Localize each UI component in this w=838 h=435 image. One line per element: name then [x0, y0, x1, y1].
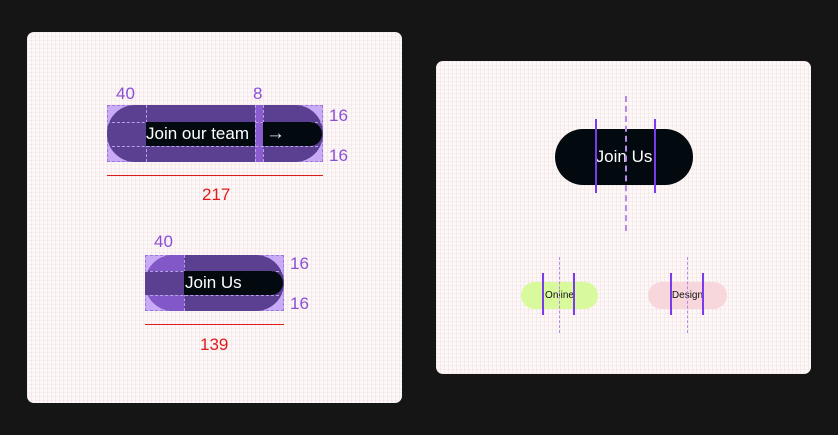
text-bound-line [595, 119, 597, 193]
gap-label: 8 [253, 84, 263, 103]
text-bound-line [670, 273, 672, 315]
padding-left-label: 40 [154, 232, 173, 251]
gap-indicator [255, 105, 263, 162]
icon-box: → [263, 122, 322, 146]
padding-bottom-label: 16 [290, 294, 309, 313]
alignment-spec-card [436, 61, 811, 374]
center-guide [625, 96, 627, 231]
padding-indicator [145, 271, 184, 295]
arrow-right-icon: → [266, 123, 285, 144]
join-us-button[interactable]: Join Us [555, 129, 693, 185]
spacing-spec-card [27, 32, 402, 403]
padding-top-label: 16 [329, 106, 348, 125]
guide-line [255, 105, 256, 162]
button-label-box: Join Us [184, 271, 283, 295]
button-label-box: Join our team [146, 122, 255, 146]
text-bound-line [702, 273, 704, 315]
guide-line [107, 146, 323, 147]
button-label: Join Us [595, 147, 653, 166]
width-measure-line [107, 175, 323, 176]
button-label: Join Us [185, 273, 242, 292]
padding-left-label: 40 [116, 84, 135, 103]
width-measure-line [145, 324, 284, 325]
button-label: Join our team [146, 124, 249, 143]
center-guide [559, 257, 560, 333]
text-bound-line [654, 119, 656, 193]
width-label: 139 [200, 335, 229, 354]
text-bound-line [573, 273, 575, 315]
padding-top-label: 16 [290, 254, 309, 273]
center-guide [687, 257, 688, 333]
text-bound-line [542, 273, 544, 315]
guide-line [145, 295, 284, 296]
width-label: 217 [202, 185, 231, 204]
padding-bottom-label: 16 [329, 146, 348, 165]
